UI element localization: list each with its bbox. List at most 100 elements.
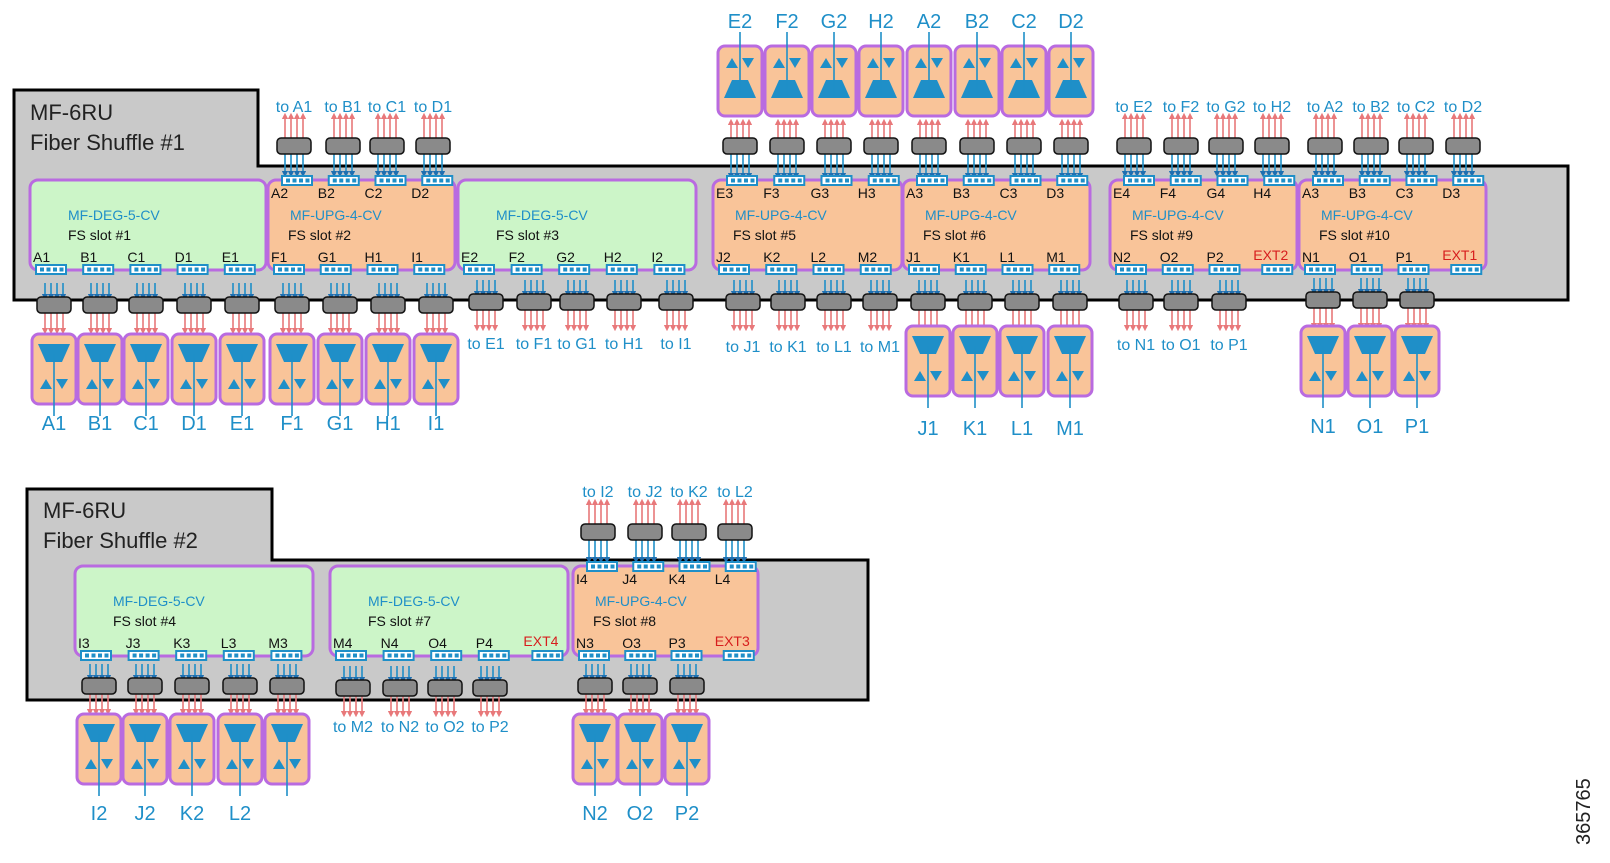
fiber-from-module (915, 280, 941, 298)
transponder-device[interactable] (810, 32, 858, 118)
transponder-device[interactable] (170, 332, 218, 416)
port-label: G3 (811, 185, 830, 201)
fiber-connector (1163, 293, 1199, 311)
port-connector-top (678, 561, 711, 572)
port-label: I3 (78, 635, 90, 651)
to-label-bottom: to E1 (467, 336, 504, 353)
transponder-device[interactable] (716, 32, 764, 118)
fiber-from-module (387, 666, 413, 684)
transponder-device[interactable] (30, 332, 78, 416)
transponder-device[interactable] (904, 324, 952, 408)
to-label-top: to B1 (324, 99, 361, 116)
device-label: O1 (1357, 416, 1384, 438)
port-label: K1 (953, 249, 970, 265)
transponder-device[interactable] (1000, 32, 1048, 118)
transponder-device[interactable] (168, 712, 216, 796)
fiber-connector (274, 296, 310, 314)
fiber-connector (174, 677, 210, 695)
fiber-to-module (821, 154, 847, 180)
transponder-device[interactable] (571, 712, 619, 796)
transponder-device[interactable] (663, 712, 711, 796)
port-connector-bottom (35, 264, 67, 275)
transponder-device[interactable] (1346, 324, 1394, 408)
fiber-connector (622, 677, 658, 695)
port-label: J2 (716, 249, 731, 265)
port-connector-top (281, 175, 313, 186)
to-label-bottom: to K1 (769, 339, 806, 356)
chassis-2-title-line2: Fiber Shuffle #2 (43, 528, 198, 553)
fiber-out-top (1121, 112, 1147, 138)
fiber-out-bottom (730, 310, 756, 332)
fiber-from-module (1057, 280, 1083, 298)
fiber-in-top (1213, 154, 1239, 178)
transponder-device[interactable] (316, 332, 364, 416)
port-label: O2 (1160, 249, 1179, 265)
transponder-device[interactable] (1299, 324, 1347, 408)
fiber-from-module (179, 664, 205, 682)
transponder-device[interactable] (905, 32, 953, 118)
fiber-connector (863, 137, 899, 155)
fiber-connector (1305, 291, 1341, 309)
fiber-connector (606, 293, 642, 311)
device-label: A1 (42, 413, 66, 435)
transponder-device[interactable] (1047, 32, 1095, 118)
transponder-device[interactable] (75, 712, 123, 796)
fiber-from-module (821, 280, 847, 298)
transponder-device[interactable] (216, 712, 264, 796)
fiber-out-bottom (521, 310, 547, 332)
to-label-top: to C2 (1397, 99, 1435, 116)
transponder-device[interactable] (1393, 324, 1441, 408)
fiber-from-module (181, 283, 207, 301)
fiber-in-top (676, 540, 702, 564)
transponder-device[interactable] (268, 332, 316, 416)
transponder-device[interactable] (364, 332, 412, 416)
fiber-from-module (867, 280, 893, 298)
transponder-device[interactable] (122, 332, 170, 416)
device-label: E1 (230, 413, 254, 435)
fiber-from-module (229, 283, 255, 301)
fiber-in-top (420, 154, 446, 178)
transponder-device[interactable] (857, 32, 905, 118)
transponder-device[interactable] (998, 324, 1046, 408)
transponder-device[interactable] (616, 712, 664, 796)
transponder-device[interactable] (76, 332, 124, 416)
module-slot-label: FS slot #1 (68, 227, 131, 243)
port-label: L1 (1000, 249, 1016, 265)
device-label: I1 (428, 413, 445, 435)
fiber-connector (1116, 137, 1152, 155)
port-label: G4 (1207, 185, 1226, 201)
transponder-device[interactable] (951, 324, 999, 408)
device-label: E2 (728, 11, 752, 33)
fiber-connector (468, 293, 504, 311)
to-label-bottom: to H1 (605, 336, 643, 353)
fiber-connector (627, 523, 663, 541)
device-label: J2 (134, 803, 155, 825)
transponder-device[interactable] (263, 712, 311, 796)
to-label-bottom: to M2 (333, 719, 373, 736)
transponder-device[interactable] (412, 332, 460, 416)
fiber-from-module (227, 664, 253, 682)
fiber-connector (516, 293, 552, 311)
module-slot-label: FS slot #8 (593, 613, 656, 629)
port-connector-bottom (175, 650, 208, 661)
fiber-connector (910, 293, 946, 311)
fiber-to-module (1011, 154, 1037, 180)
transponder-device[interactable] (121, 712, 169, 796)
transponder-device[interactable] (953, 32, 1001, 118)
transponder-device[interactable] (218, 332, 266, 416)
port-label: D3 (1046, 185, 1064, 201)
fiber-connector (276, 137, 312, 155)
port-label: C3 (1000, 185, 1018, 201)
transponder-device[interactable] (763, 32, 811, 118)
transponder-device[interactable] (1046, 324, 1094, 408)
